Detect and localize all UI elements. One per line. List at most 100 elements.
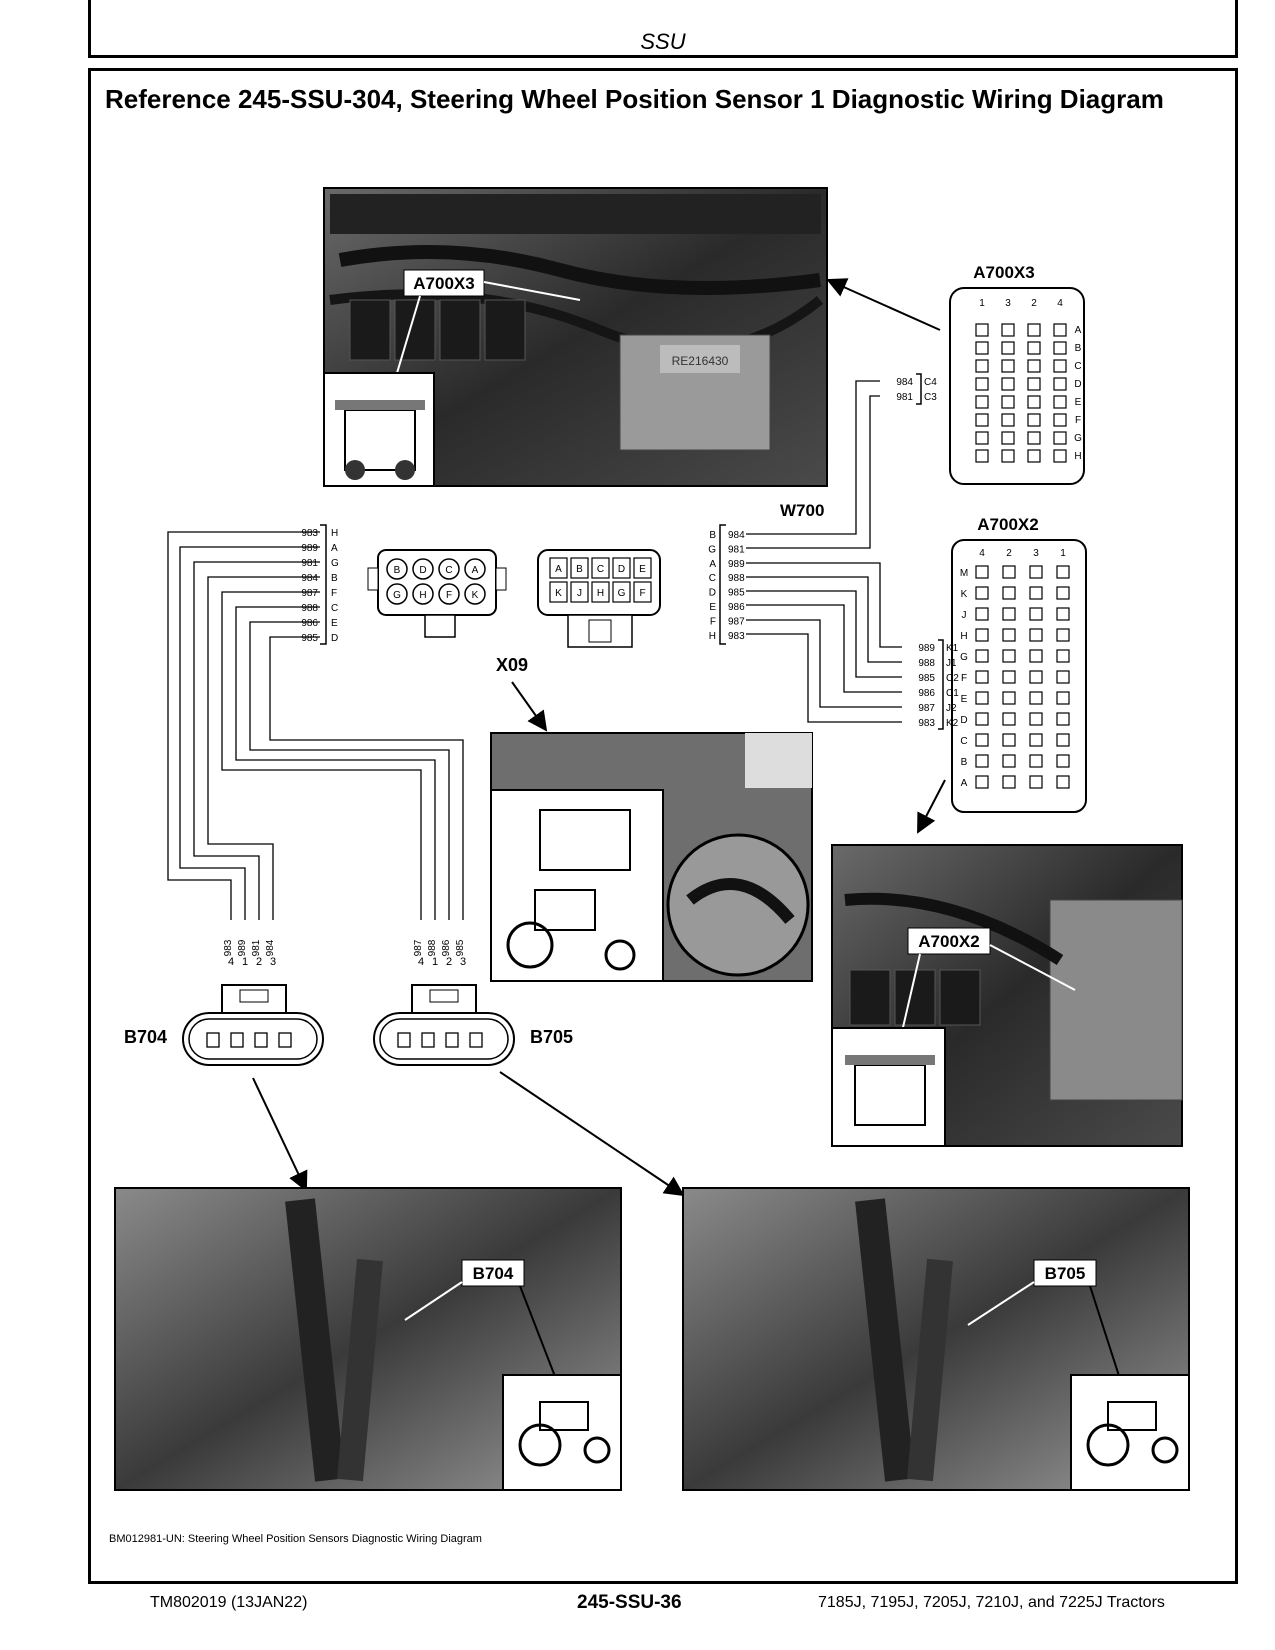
b705-wire-label: 985 — [455, 939, 466, 956]
x09-face-b-pin-label: E — [639, 564, 646, 575]
page-title: Reference 245-SSU-304, Steering Wheel Po… — [105, 84, 1164, 114]
x09-left-wire-label: 981 — [301, 558, 318, 569]
x09-face-b-pin — [633, 557, 652, 579]
x09-right-wire-label: 985 — [728, 588, 745, 599]
a700x2-pin — [1002, 775, 1016, 789]
a700x3-pin — [1053, 359, 1067, 373]
x09-left-wire-label: 987 — [301, 588, 318, 599]
x09-photo — [490, 732, 813, 982]
a700x2-pin — [1056, 586, 1070, 600]
a700x3-connector-label: A700X3 — [973, 263, 1034, 282]
w700-label: W700 — [780, 501, 824, 520]
a700x2-pin — [975, 712, 989, 726]
x09-face-b-pin — [612, 557, 631, 579]
x09-left-pin-label: A — [331, 543, 338, 554]
bundle-brackets — [320, 373, 944, 730]
x09-left-pin-label: H — [331, 528, 338, 539]
b705-pin-cavity — [469, 1032, 483, 1048]
x09-face-a-pin-label: B — [394, 565, 401, 576]
a700x2-col-label: 1 — [1060, 548, 1066, 559]
a700x2-pin — [1056, 565, 1070, 579]
a700x2-pin — [1029, 586, 1043, 600]
x09-left-pin-label: D — [331, 633, 338, 644]
x09-left-wire-label: 985 — [301, 633, 318, 644]
x09-right-pin-label: E — [709, 602, 716, 613]
a700x2-pin-label: C2 — [946, 673, 959, 684]
a700x2-row-label: H — [960, 631, 967, 642]
a700x2-pin — [1056, 712, 1070, 726]
a700x3-pin — [1027, 341, 1041, 355]
b705-pin-cavity — [421, 1032, 435, 1048]
a700x3-pin — [1001, 377, 1015, 391]
x09-face-b-pin-label: J — [577, 588, 582, 599]
b704-wire-label: 989 — [237, 939, 248, 956]
a700x2-wire-label: 985 — [918, 673, 935, 684]
a700x2-pin — [975, 733, 989, 747]
a700x3-col-label: 3 — [1005, 298, 1011, 309]
a700x3-pin — [975, 431, 989, 445]
a700x3-pin — [1053, 449, 1067, 463]
a700x2-pin — [1002, 670, 1016, 684]
content-box: Reference 245-SSU-304, Steering Wheel Po… — [88, 68, 1238, 1584]
a700x2-row-label: K — [961, 589, 968, 600]
a700x3-col-label: 1 — [979, 298, 985, 309]
a700x3-row-label: C — [1074, 361, 1081, 372]
a700x2-wire-label: 986 — [918, 688, 935, 699]
a700x2-pin — [975, 628, 989, 642]
a700x3-pin — [1027, 359, 1041, 373]
x09-right-pin-label: B — [709, 530, 716, 541]
x09-face-b-pin-label: H — [597, 588, 604, 599]
a700x3-pin — [975, 395, 989, 409]
b705-inset — [1070, 1374, 1190, 1491]
a700x3-pin — [975, 413, 989, 427]
a700x3-pin — [1027, 449, 1041, 463]
b704-photo-label: B704 — [473, 1264, 514, 1283]
a700x2-pin — [975, 691, 989, 705]
x09-left-wire-label: 986 — [301, 618, 318, 629]
x09-face-a-pin-label: K — [472, 590, 479, 601]
a700x2-pin — [1029, 649, 1043, 663]
b704-wire-label: 981 — [251, 939, 262, 956]
a700x2-pin-label: K1 — [946, 643, 959, 654]
x09-face-a-pin-label: A — [472, 565, 479, 576]
x09-face-a-pin — [386, 558, 408, 580]
x09-right-wire-label: 988 — [728, 573, 745, 584]
b704-pin-cavity — [278, 1032, 292, 1048]
x09-right-pin-label: F — [710, 616, 716, 627]
figure-caption: BM012981-UN: Steering Wheel Position Sen… — [109, 1533, 482, 1545]
a700x2-row-label: F — [961, 673, 967, 684]
a700x2-pin — [1002, 649, 1016, 663]
a700x3-wire-label: 984 — [896, 377, 913, 388]
a700x2-wire-label: 989 — [918, 643, 935, 654]
x09-face-a-pin — [464, 558, 486, 580]
a700x3-row-label: A — [1075, 325, 1082, 336]
a700x3-pin — [1001, 413, 1015, 427]
a700x3-pin — [1001, 359, 1015, 373]
x09-right-wire-label: 989 — [728, 559, 745, 570]
a700x2-pin — [975, 754, 989, 768]
a700x2-pin-label: C1 — [946, 688, 959, 699]
a700x3-row-label: D — [1074, 379, 1081, 390]
x09-left-wire-label: 983 — [301, 528, 318, 539]
a700x2-pin — [1056, 775, 1070, 789]
b705-pin-number: 1 — [432, 956, 438, 968]
x09-face-a-pin-label: H — [419, 590, 426, 601]
b705-label: B705 — [530, 1027, 573, 1047]
b705-pin-number: 4 — [418, 956, 424, 968]
x09-face-b-pin — [591, 581, 610, 603]
x09-face-b-pin — [570, 557, 589, 579]
b705-wire-label: 987 — [413, 939, 424, 956]
x09-face-a-pin — [464, 583, 486, 605]
a700x3-pin — [1053, 377, 1067, 391]
x09-face-b-pin — [549, 557, 568, 579]
a700x2-pin — [1002, 565, 1016, 579]
footer-models: 7185J, 7195J, 7205J, 7210J, and 7225J Tr… — [818, 1594, 1165, 1611]
x09-left-pin-label: B — [331, 573, 338, 584]
a700x2-pin — [1002, 712, 1016, 726]
a700x2-row-label: E — [961, 694, 968, 705]
x09-face-b-pin-label: D — [618, 564, 625, 575]
b704-inset — [502, 1374, 622, 1491]
